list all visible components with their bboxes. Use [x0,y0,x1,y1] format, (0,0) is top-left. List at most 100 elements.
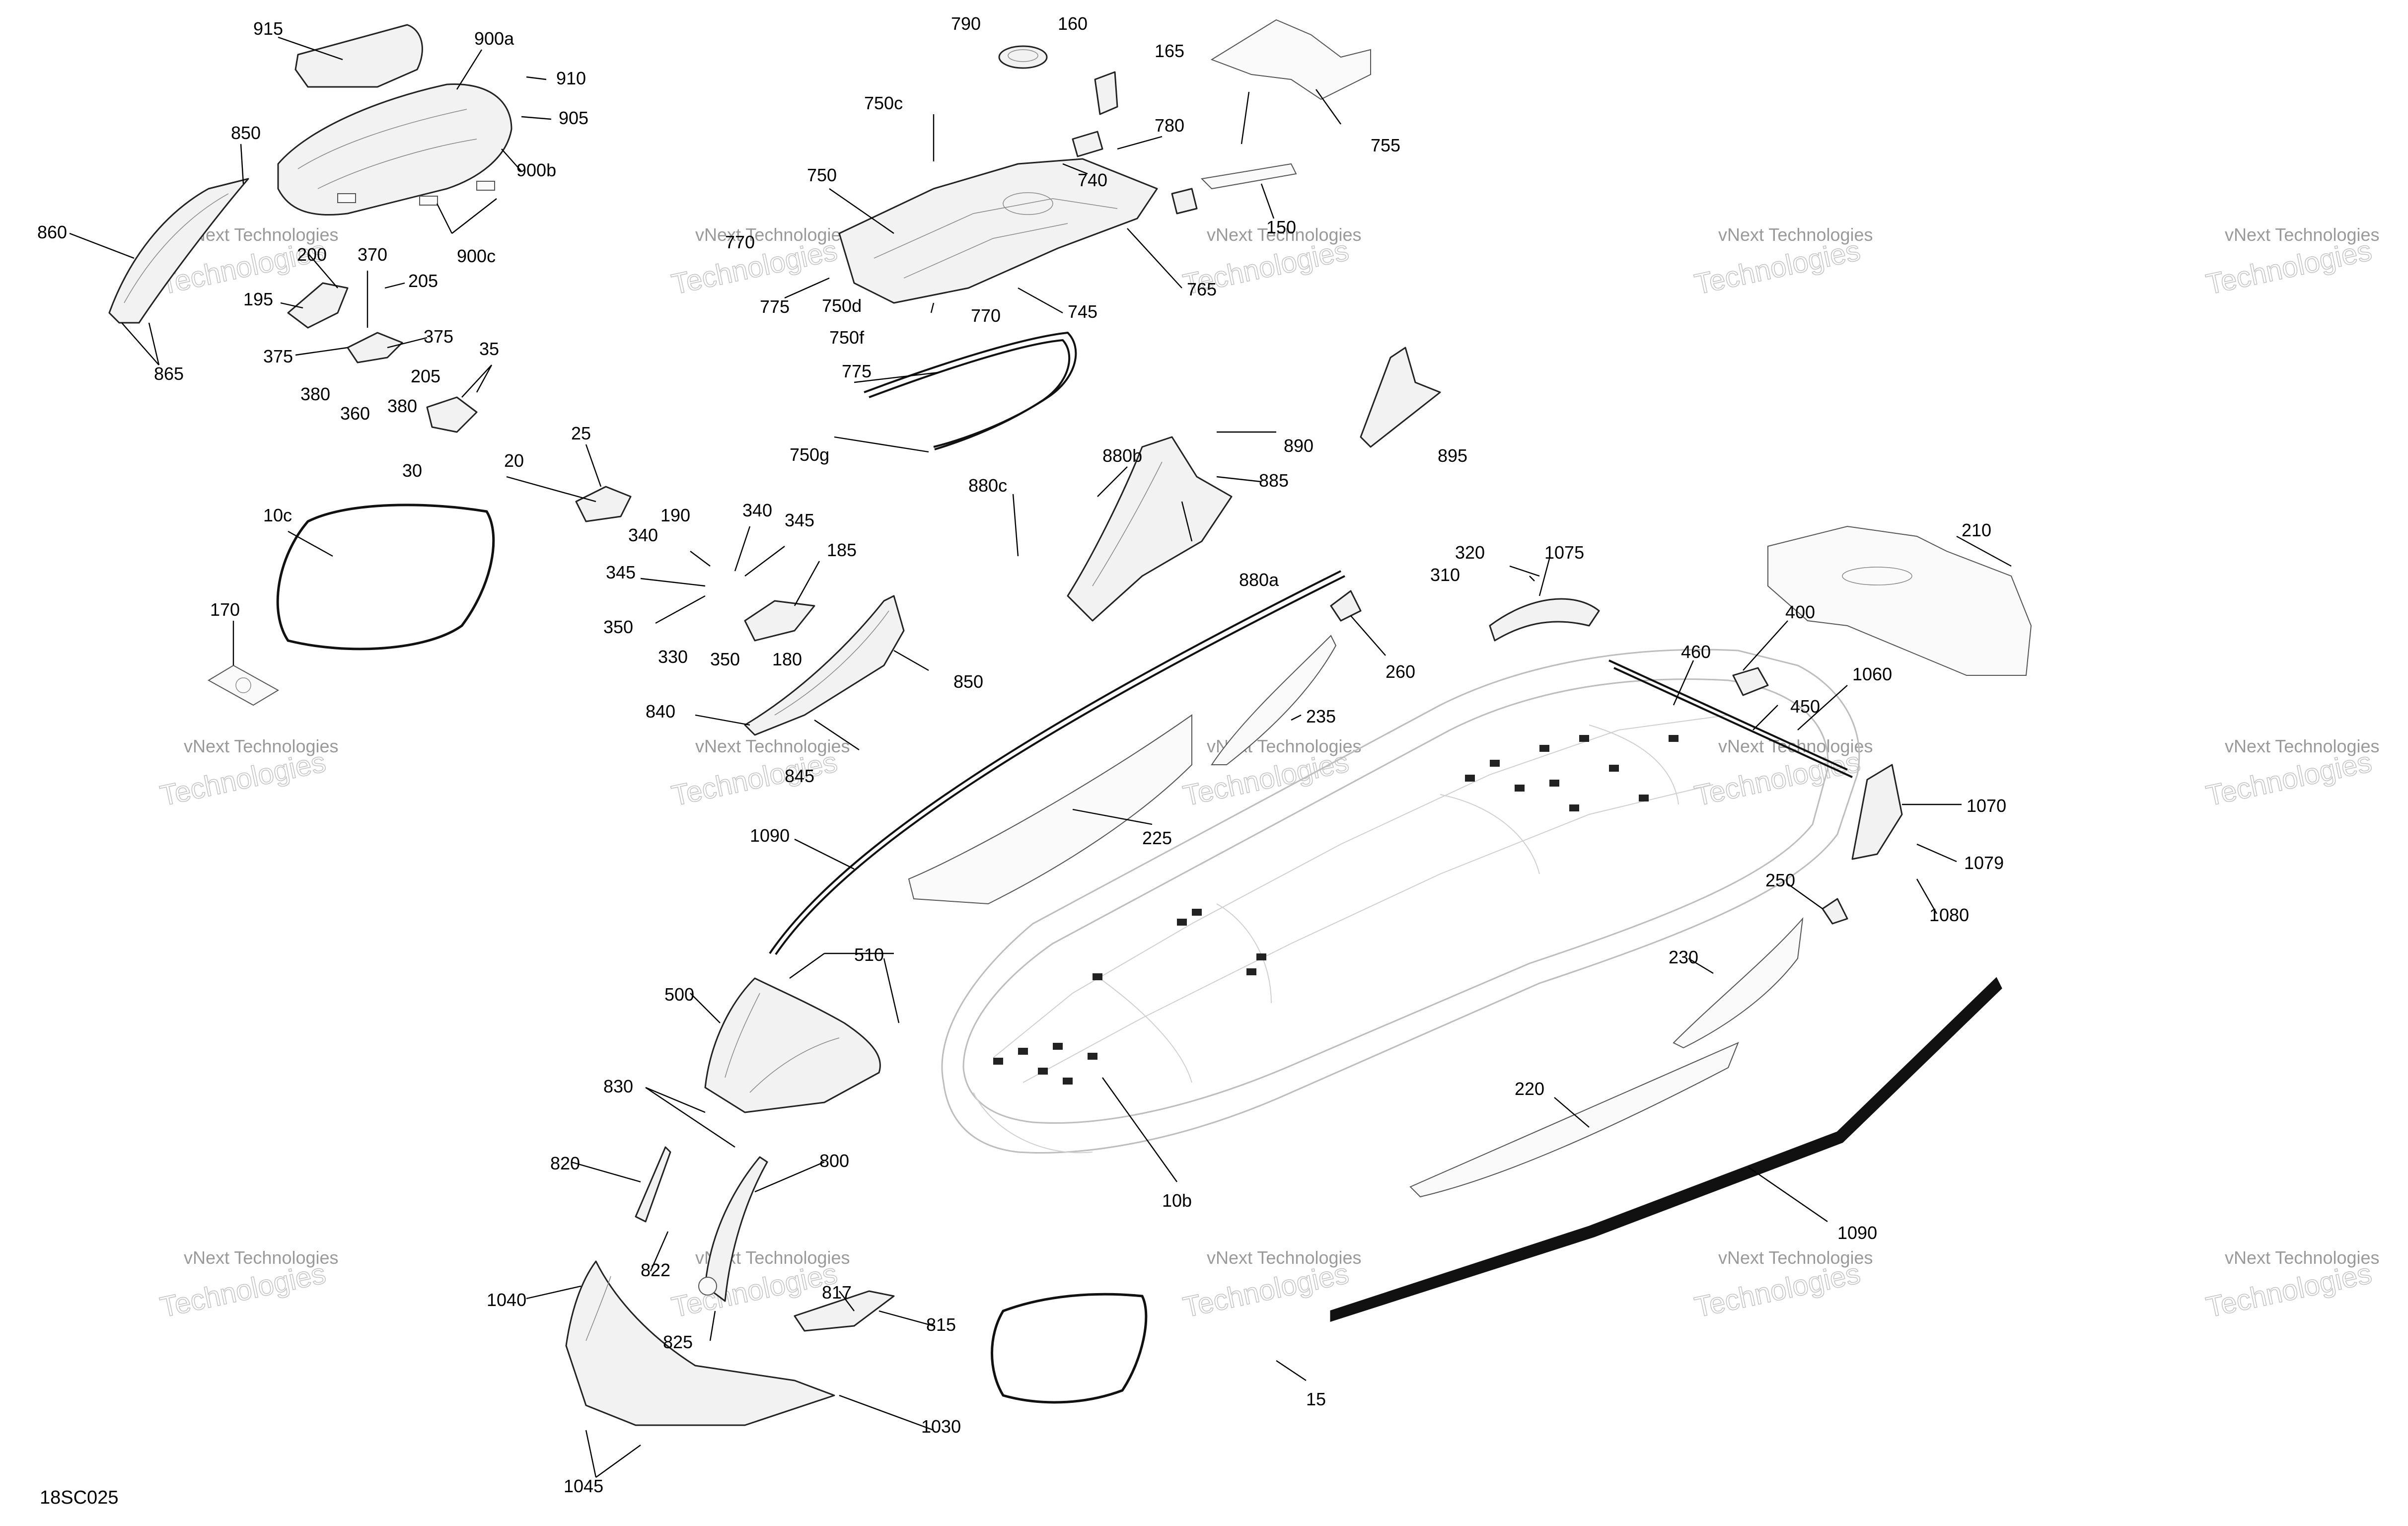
part-780-bracket [1072,131,1198,215]
callout-825: 825 [663,1332,693,1352]
svg-text:vNext Technologies: vNext Technologies [2225,736,2380,756]
watermark: Technologies vNext Technologies [1691,224,1873,301]
leader-lines [69,36,2012,1478]
hull-body [941,649,1860,1154]
callout-850: 850 [953,671,983,692]
callout-320: 320 [1455,542,1485,563]
callout-220: 220 [1515,1079,1544,1099]
callout-260: 260 [1386,661,1415,682]
part-15-gasket [991,1293,1148,1404]
callout-170: 170 [210,599,240,620]
callout-745: 745 [1068,301,1097,322]
callout-885: 885 [1259,470,1289,491]
part-915-decal [294,24,423,88]
callout-1090: 1090 [750,825,790,846]
part-790-cap [998,45,1048,69]
part-235-mat [1211,635,1337,765]
part-150-rail [1200,163,1297,190]
watermark: Technologies vNext Technologies [668,224,850,301]
part-260-cap [1330,590,1362,622]
callout-150: 150 [1266,217,1296,237]
callout-770: 770 [971,305,1001,326]
watermark-group: Technologies vNext Technologies Technolo… [157,224,2380,1324]
part-160-holder [1094,71,1118,115]
callout-895: 895 [1438,445,1467,466]
part-250-cap [1822,898,1848,925]
callout-380: 380 [387,396,417,416]
callout-510: 510 [854,945,884,965]
part-755-mat [1210,19,1371,100]
watermark: Technologies vNext Technologies [668,736,850,812]
callout-30: 30 [402,460,422,481]
svg-text:vNext Technologies: vNext Technologies [2225,224,2380,245]
svg-text:vNext Technologies: vNext Technologies [1207,1247,1362,1268]
callout-770: 770 [725,232,755,252]
callout-1070: 1070 [1967,796,2006,816]
callout-775: 775 [842,361,872,381]
callout-400: 400 [1785,602,1815,622]
callout-205: 205 [408,271,438,291]
callout-345: 345 [785,510,814,530]
part-820-strip [635,1146,671,1223]
callout-860: 860 [37,222,67,242]
part-900a-cover [277,83,512,216]
callout-850: 850 [231,123,261,143]
callout-375: 375 [263,346,293,366]
callout-230: 230 [1669,947,1698,967]
callout-350: 350 [603,617,633,637]
callout-900b: 900b [516,160,556,180]
svg-text:vNext Technologies: vNext Technologies [1718,224,1873,245]
callout-350: 350 [710,649,740,669]
hull-clip-markers [993,735,1678,1085]
callout-780: 780 [1155,115,1184,136]
callout-880c: 880c [968,475,1007,496]
watermark: Technologies vNext Technologies [1691,1247,1873,1324]
part-1060-rail [1608,659,1853,778]
callout-830: 830 [603,1076,633,1096]
callout-330: 330 [658,647,688,667]
svg-text:vNext Technologies: vNext Technologies [184,224,339,245]
drawing-code: 18SC025 [40,1487,118,1508]
callout-375: 375 [424,326,453,347]
callout-750c: 750c [864,93,903,113]
callout-340: 340 [742,500,772,520]
callout-822: 822 [641,1260,670,1280]
callout-235: 235 [1306,706,1336,727]
part-1090-strip-lower [1330,977,2002,1322]
callout-35: 35 [479,339,499,359]
callout-200: 200 [297,244,327,265]
callout-195: 195 [243,289,273,309]
callout-815: 815 [926,1314,956,1335]
callout-205: 205 [411,366,440,386]
callout-765: 765 [1187,279,1217,299]
callout-185: 185 [827,540,857,560]
callout-900a: 900a [474,28,514,49]
callout-890: 890 [1284,436,1313,456]
callout-750f: 750f [829,327,865,348]
callout-865: 865 [154,363,184,384]
part-800-housing [698,1156,768,1302]
part-860-side-panel [108,178,249,324]
callout-1045: 1045 [564,1476,603,1496]
part-10c-gasket [276,504,495,651]
callout-180: 180 [772,649,802,669]
watermark: Technologies vNext Technologies [2203,1247,2380,1324]
part-750-tub [838,158,1158,304]
callout-750d: 750d [822,295,862,316]
callout-915: 915 [253,18,283,39]
part-225-mat [908,714,1192,905]
callout-790: 790 [951,13,981,34]
callout-15: 15 [1306,1389,1326,1409]
part-1030-bumper [565,1260,835,1426]
callout-450: 450 [1790,696,1820,717]
watermark: Technologies vNext Technologies [2203,736,2380,812]
part-170-plate [208,664,279,706]
callout-880b: 880b [1102,445,1142,466]
part-230-mat [1673,917,1804,1049]
callout-740: 740 [1078,170,1107,190]
svg-text:vNext Technologies: vNext Technologies [2225,1247,2380,1268]
part-840-panel [744,595,905,736]
callout-10c: 10c [263,505,292,525]
part-400-block [1732,667,1769,696]
